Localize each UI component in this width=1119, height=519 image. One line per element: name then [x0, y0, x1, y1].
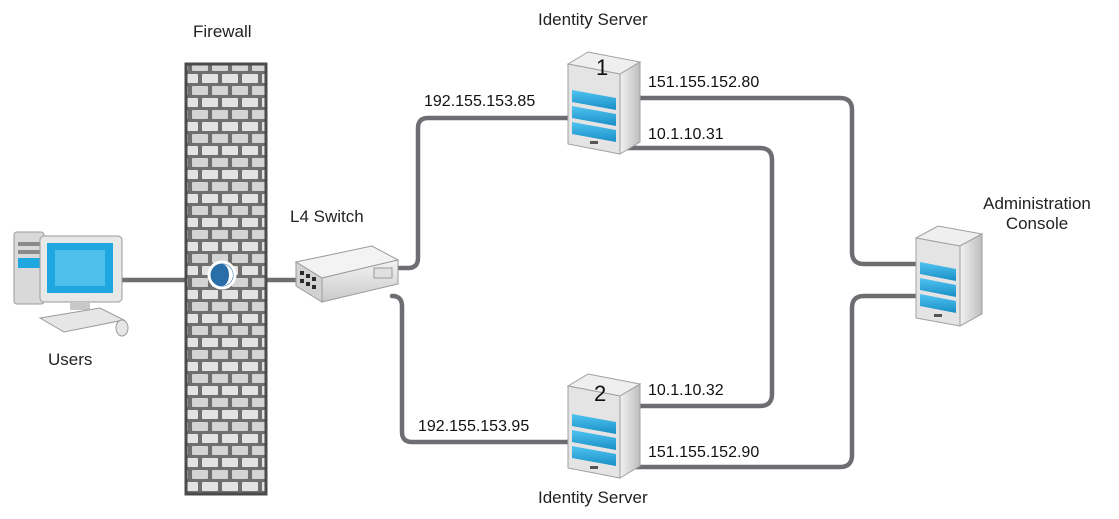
connection-lines: [119, 95, 921, 470]
link-switch-to-server1: [392, 115, 571, 271]
administration-console-label: Administration Console: [962, 194, 1112, 234]
identity-server-2-icon: [566, 373, 642, 479]
server-2-number: 2: [594, 381, 607, 406]
l4-switch-icon: [294, 245, 400, 303]
ip-switch-to-server2: 192.155.153.95: [418, 418, 530, 435]
link-server1-to-console: [615, 95, 921, 267]
firewall-wall: [184, 62, 268, 496]
administration-console-label-line2: Console: [1005, 214, 1069, 233]
users-computer-icon: [13, 231, 129, 337]
ip-switch-to-server1: 192.155.153.85: [424, 93, 536, 110]
ip-server1-internal: 10.1.10.31: [648, 126, 724, 143]
identity-server-bottom-label: Identity Server: [538, 488, 648, 507]
link-switch-to-server2: [389, 293, 571, 445]
ip-server2-to-console: 151.155.152.90: [648, 444, 760, 461]
link-server1-server2-internal: [615, 145, 775, 409]
users-label: Users: [48, 350, 93, 369]
ip-server2-internal: 10.1.10.32: [648, 382, 724, 399]
administration-console-icon: [914, 225, 984, 327]
firewall-label: Firewall: [193, 22, 252, 41]
identity-server-1-icon: [566, 51, 642, 155]
ip-server1-to-console: 151.155.152.80: [648, 74, 760, 91]
server-1-number: 1: [596, 55, 609, 80]
link-server2-to-console: [615, 293, 921, 470]
administration-console-label-line1: Administration: [983, 194, 1091, 213]
identity-server-top-label: Identity Server: [538, 10, 648, 29]
l4-switch-label: L4 Switch: [290, 207, 364, 226]
